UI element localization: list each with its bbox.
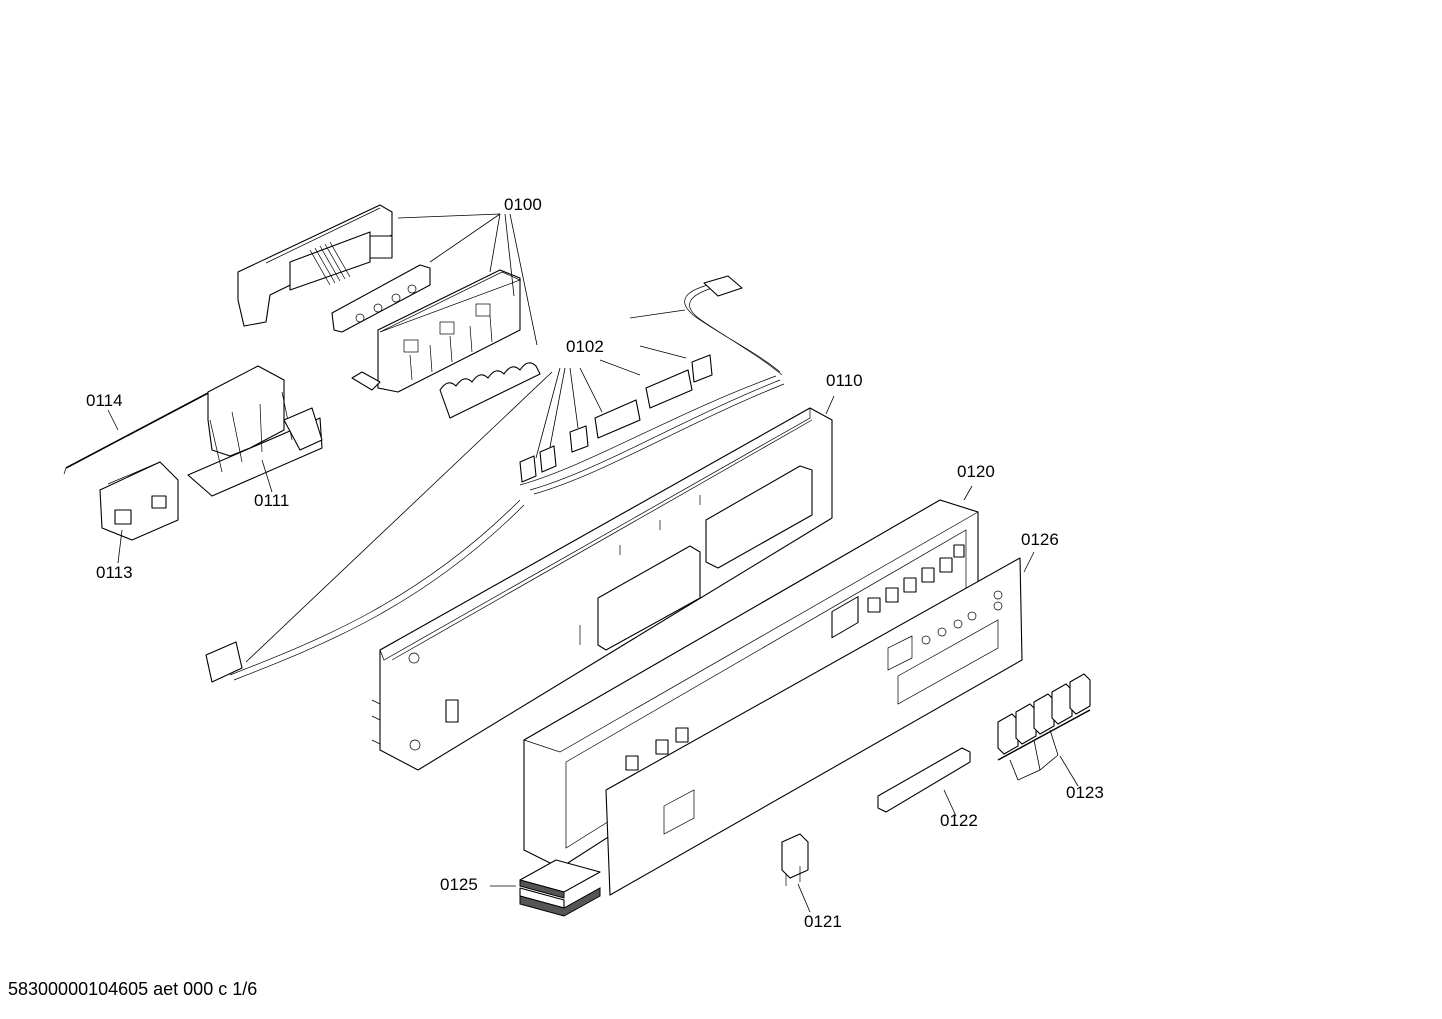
part-0114-wire-clip	[63, 391, 211, 475]
part-0111-bracket	[187, 365, 323, 497]
part-0113-switch	[99, 461, 179, 541]
part-0125-pads	[519, 859, 601, 917]
callout-0102: 0102	[566, 337, 604, 356]
callout-0100: 0100	[504, 195, 542, 214]
leader-lines	[107, 213, 1079, 913]
callout-0125: 0125	[440, 875, 478, 894]
part-0102-wiring-harness	[205, 275, 785, 683]
callout-labels: 0100 0102 0110 0114 0111 0113 0120 0126 …	[86, 195, 1104, 931]
callout-0110: 0110	[826, 371, 863, 390]
part-0123-key-set	[997, 673, 1091, 761]
document-id: 58300000104605 aet 000 c 1/6	[8, 979, 258, 999]
callout-0122: 0122	[940, 811, 978, 830]
callout-0114: 0114	[86, 391, 123, 410]
callout-0123: 0123	[1066, 783, 1104, 802]
part-0100-control-module	[237, 204, 541, 419]
callout-0111: 0111	[254, 491, 289, 510]
part-0110-carrier-frame	[371, 407, 833, 771]
part-0126-decor-plate	[605, 557, 1023, 896]
callout-0126: 0126	[1021, 530, 1059, 549]
part-0121-key	[781, 833, 809, 886]
callout-0121: 0121	[804, 912, 842, 931]
callout-0113: 0113	[96, 563, 133, 582]
part-0122-bar	[877, 747, 971, 813]
callout-0120: 0120	[957, 462, 995, 481]
